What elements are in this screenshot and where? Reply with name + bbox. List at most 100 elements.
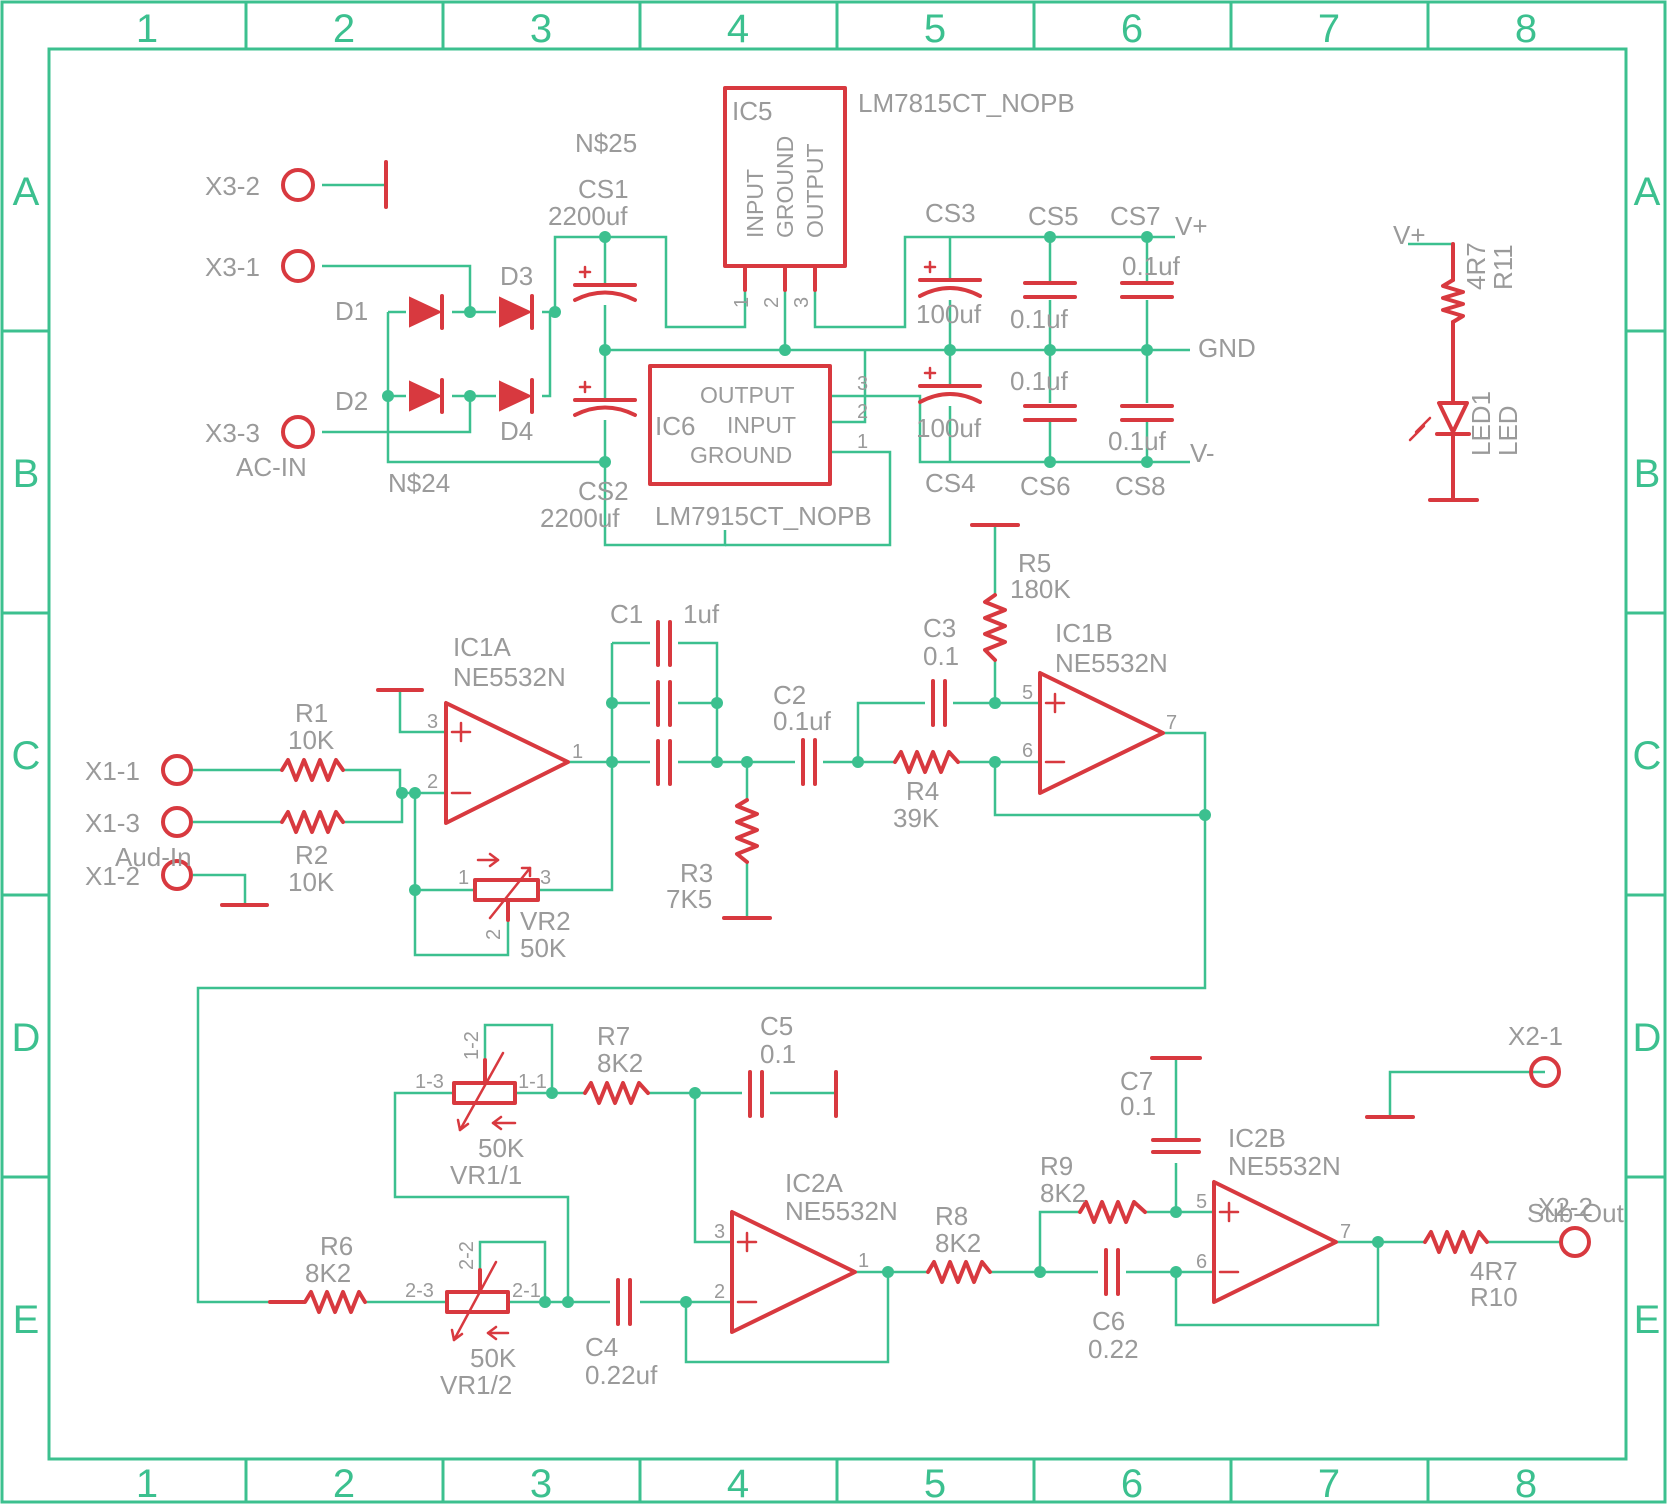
resistor-r1 [280,758,345,782]
resistor-r9 [1078,1200,1147,1224]
x1-3-terminal [161,806,193,838]
label-r3-value: 7K5 [666,884,712,914]
label-ic2a: IC2A [785,1168,843,1198]
label-r10: R10 [1470,1282,1518,1312]
capacitor-c1 [656,620,672,786]
label-c3-value: 0.1 [923,641,959,671]
label-cs4: CS4 [925,468,976,498]
label-cs8: CS8 [1115,471,1166,501]
label-r11-value: 4R7 [1461,242,1491,290]
label-n24: N$24 [388,468,450,498]
label-ic2b-pin-6: 6 [1196,1251,1207,1273]
label-v-plus: V+ [1175,211,1208,241]
label-r5: R5 [1018,548,1051,578]
op-amp-ic1b [1038,671,1165,795]
diode-d4 [499,378,534,414]
capacitor-c2 [801,738,817,786]
label-vr1-1: VR1/1 [450,1160,522,1190]
led-led1 [1408,401,1471,442]
col-label-6: 6 [1121,7,1143,51]
label-vr1-2-pin-2: 2-2 [456,1241,478,1270]
label-r3: R3 [680,858,713,888]
capacitor-c7 [1150,1056,1202,1154]
label-ic2b: IC2B [1228,1123,1286,1153]
row-label-d-right: D [1633,1016,1662,1060]
label-led1-value: LED [1493,405,1523,456]
label-d1: D1 [335,296,368,326]
label-c5-value: 0.1 [760,1039,796,1069]
label-vr1-2-pin-3: 2-3 [405,1280,434,1302]
label-x1-1: X1-1 [85,756,140,786]
row-label-e-right: E [1634,1298,1661,1342]
resistor-r2 [280,810,345,834]
label-r1-value: 10K [288,725,335,755]
label-c2-value: 0.1uf [773,706,832,736]
label-ic5-pin-1: 1 [731,297,753,308]
label-ic1a-part: NE5532N [453,662,566,692]
label-ic6-ground: GROUND [690,442,792,468]
label-r2-value: 10K [288,867,335,897]
label-ic2a-pin-3: 3 [714,1221,725,1243]
op-amp-ic2a [730,1210,857,1334]
label-vr1-1-pin-2: 1-2 [461,1031,483,1060]
label-x2-1: X2-1 [1508,1021,1563,1051]
label-vr1-2: VR1/2 [440,1370,512,1400]
label-ic5: IC5 [732,96,772,126]
col-label-8: 8 [1515,7,1537,51]
label-ic1b-part: NE5532N [1055,648,1168,678]
label-d2: D2 [335,386,368,416]
col-label-3: 3 [530,7,552,51]
led-indicator-section: V+ 4R7 R11 LED1 LED [1393,220,1523,502]
x1-2-terminal [161,859,193,891]
label-ic2a-part: NE5532N [785,1196,898,1226]
capacitor-cs8 [1120,404,1174,422]
power-supply-section: X3-2 X3-1 X3-3 AC-IN D1 D2 D3 D4 N$25 N$… [205,86,1256,547]
capacitor-cs1 [573,265,637,302]
label-c2: C2 [773,680,806,710]
label-c4-value: 0.22uf [585,1360,658,1390]
label-c7-value: 0.1 [1120,1091,1156,1121]
col-label-1-bottom: 1 [136,1462,158,1506]
label-c1-value: 1uf [683,599,720,629]
label-ic2b-part: NE5532N [1228,1151,1341,1181]
label-cs2: CS2 [578,476,629,506]
label-ic1a-pin-3: 3 [427,711,438,733]
label-ic1a-pin-2: 2 [427,771,438,793]
potentiometer-vr1-2 [445,1260,510,1342]
label-ic6-part: LM7915CT_NOPB [655,501,872,531]
input-stage-section: X1-1 X1-3 Aud-In X1-2 R1 10K R2 10K IC1A… [85,523,1211,1304]
label-c7: C7 [1120,1066,1153,1096]
x1-1-terminal [161,754,193,786]
label-vr2-pin-3: 3 [540,867,551,889]
label-c3: C3 [923,613,956,643]
label-r10-value: 4R7 [1470,1256,1518,1286]
label-ic6: IC6 [655,411,695,441]
resistor-r11 [1441,278,1465,324]
col-label-7: 7 [1318,7,1340,51]
label-r1: R1 [295,698,328,728]
resistor-r5 [983,593,1007,662]
output-stage-section: R6 8K2 2-3 2-1 2-2 50K VR1/2 1-3 1-1 1-2… [268,1011,1625,1400]
label-x3-1: X3-1 [205,252,260,282]
label-ic6-pin-3: 3 [857,373,868,395]
capacitor-cs4 [918,366,982,404]
col-label-4-bottom: 4 [727,1462,749,1506]
label-cs5: CS5 [1028,201,1079,231]
diode-d2 [409,378,444,414]
label-ac-in: AC-IN [236,452,307,482]
capacitor-cs6 [1023,404,1077,422]
label-r11: R11 [1488,244,1518,290]
label-ic5-part: LM7815CT_NOPB [858,88,1075,118]
label-vr1-1-value: 50K [478,1133,525,1163]
label-ic2a-pin-1: 1 [858,1250,869,1272]
x2-2-terminal [1559,1226,1591,1258]
label-gnd: GND [1198,333,1256,363]
capacitor-cs2 [573,380,637,417]
label-sub-out: Sub-Out [1527,1198,1625,1228]
label-ic6-pin-1: 1 [857,431,868,453]
resistor-r10 [1423,1230,1489,1254]
label-ic1b: IC1B [1055,618,1113,648]
label-c1: C1 [610,599,643,629]
capacitor-c4 [616,1278,632,1326]
col-label-1: 1 [136,7,158,51]
